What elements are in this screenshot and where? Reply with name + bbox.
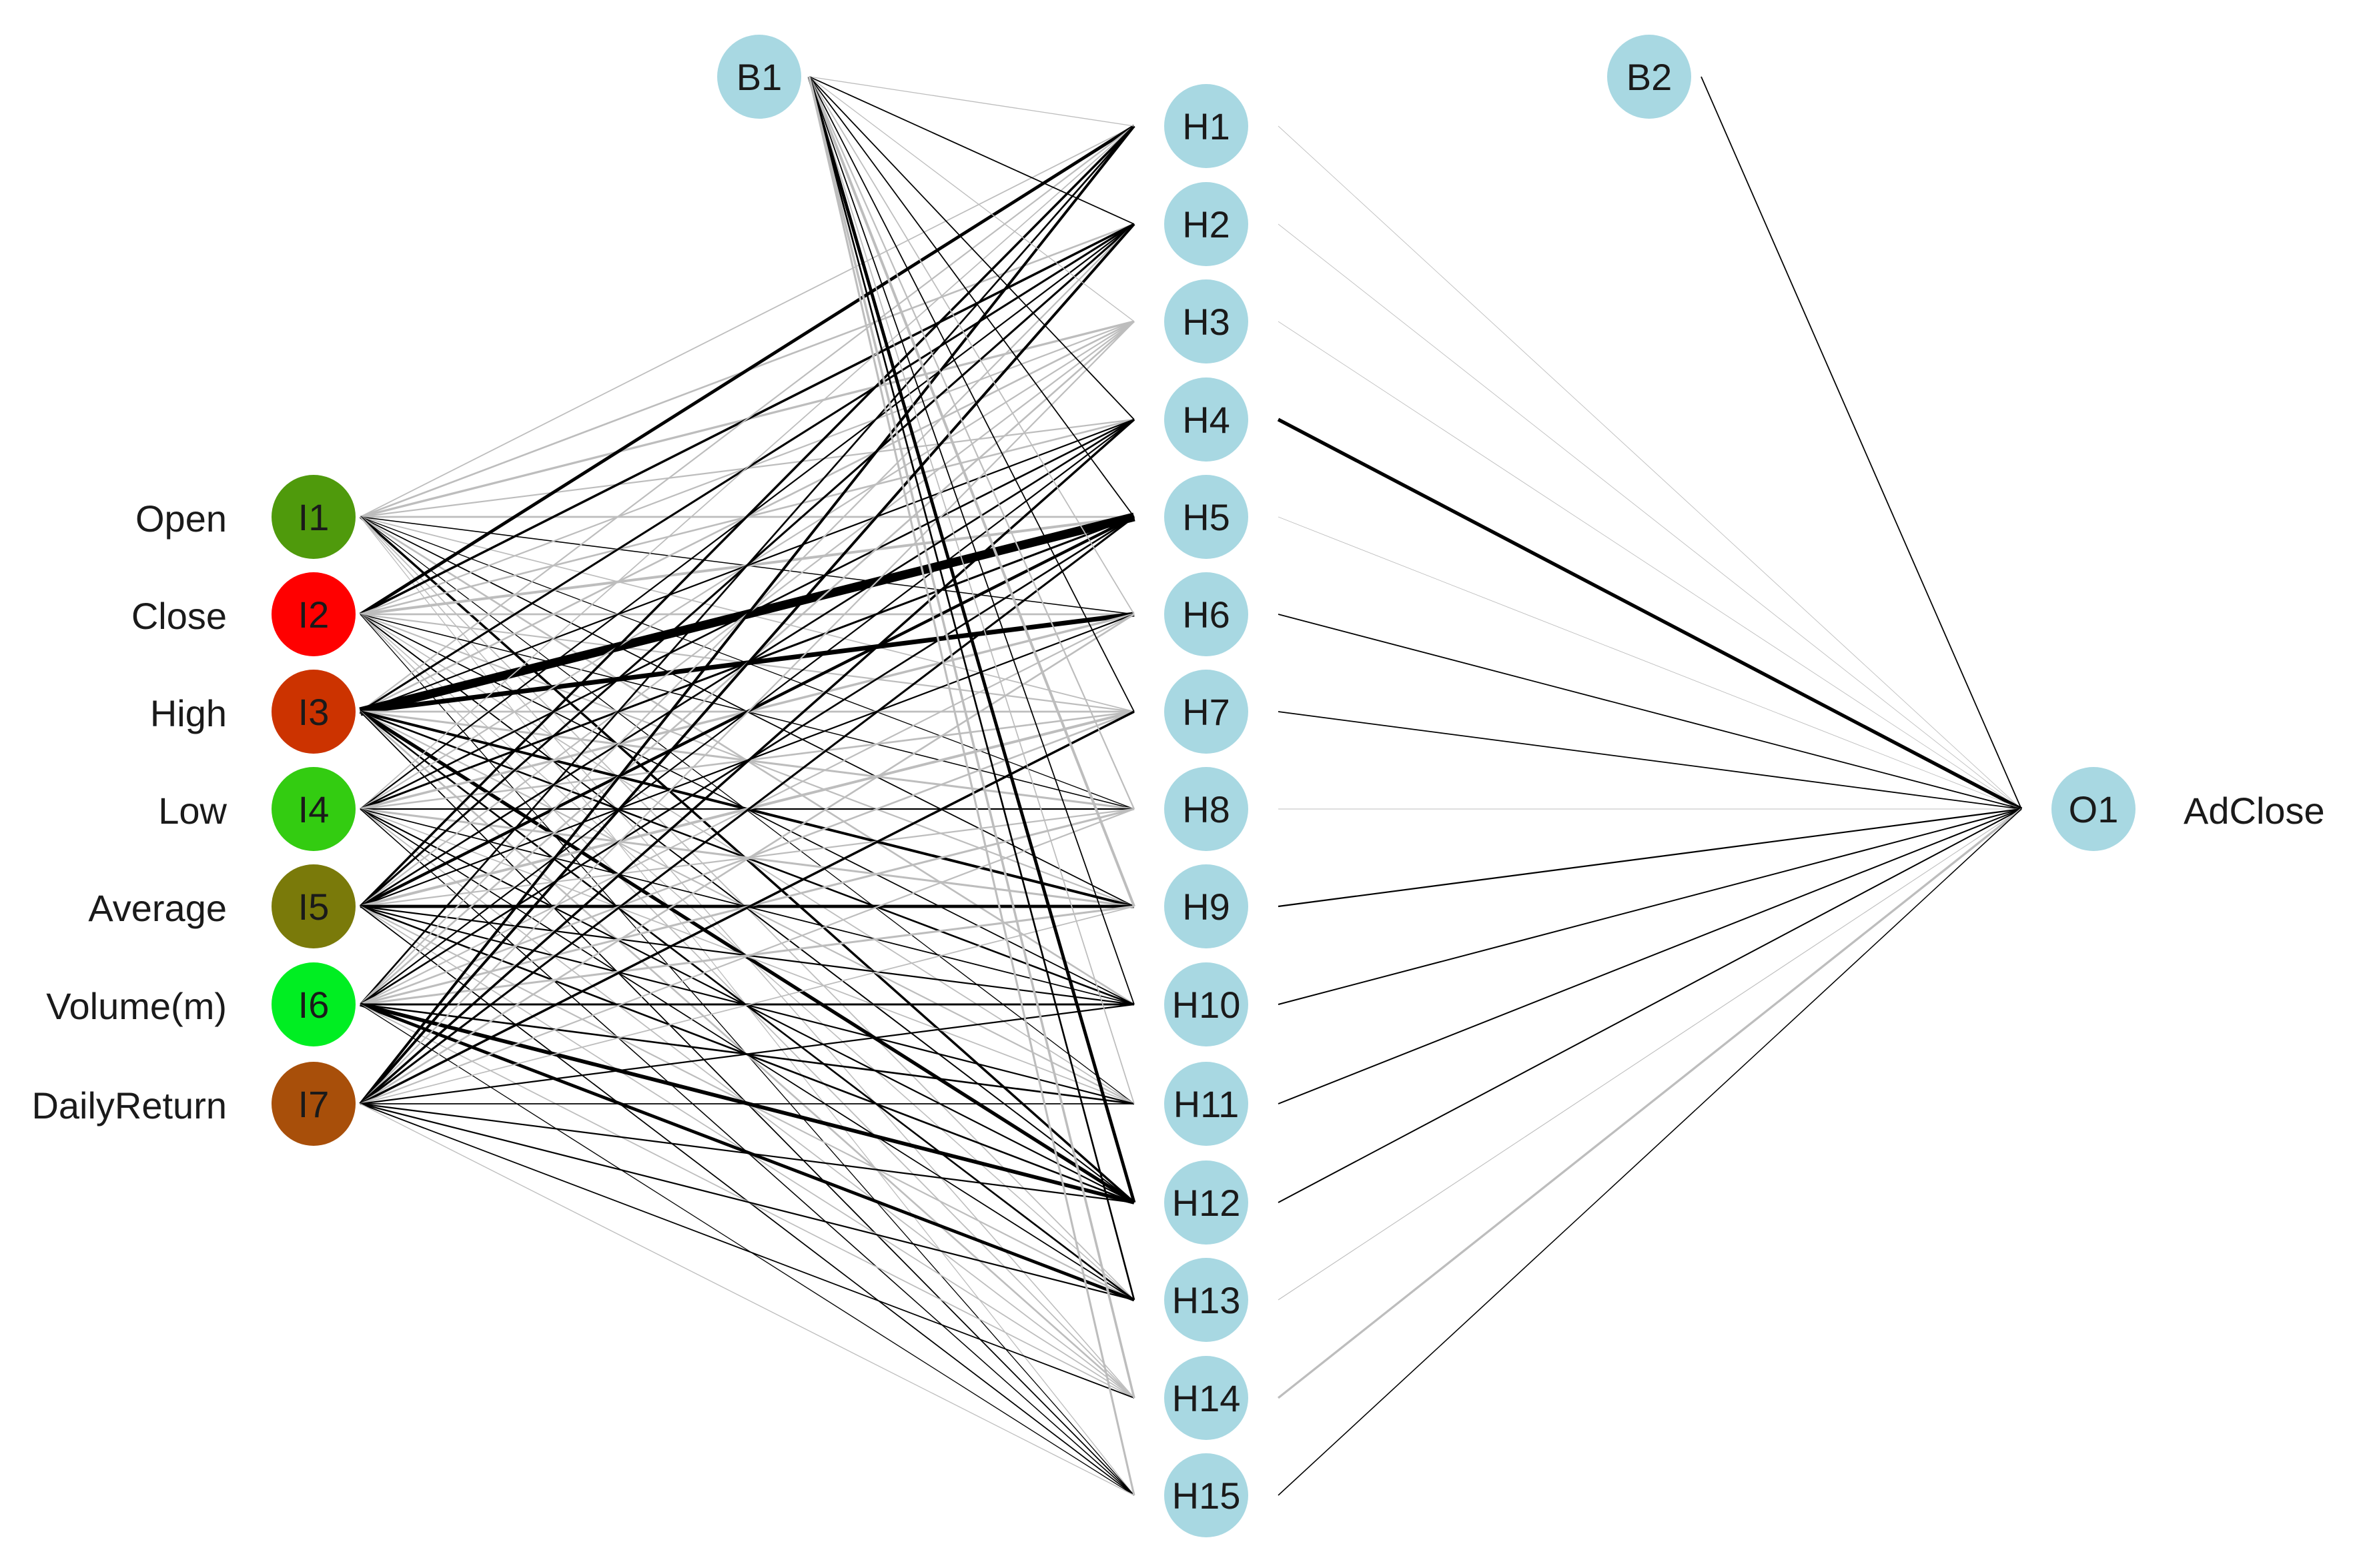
hidden-node-h10: H10	[1164, 962, 1248, 1046]
edge-b1-h3	[809, 76, 1135, 322]
edge-h12-o1	[1278, 808, 2022, 1203]
edge-i7-h5	[360, 516, 1135, 1105]
edge-b2-o1	[1701, 76, 2022, 810]
edge-i7-h1	[359, 125, 1135, 1105]
edge-b1-h13	[808, 76, 1135, 1301]
edge-b1-h10	[809, 76, 1135, 1005]
input-node-i4: I4	[272, 767, 356, 851]
edge-b1-h8	[808, 76, 1135, 810]
hidden-node-h12: H12	[1164, 1160, 1248, 1245]
edge-i3-h1	[360, 125, 1135, 712]
hidden-node-h9: H9	[1164, 864, 1248, 948]
output-label: AdClose	[2184, 790, 2325, 832]
hidden-node-h3: H3	[1164, 279, 1248, 363]
edge-i7-h3	[360, 321, 1135, 1104]
hidden-node-h6: H6	[1164, 572, 1248, 656]
edge-h7-o1	[1278, 711, 2022, 810]
hidden-node-h2: H2	[1164, 182, 1248, 266]
edge-h2-o1	[1278, 223, 2022, 810]
input-label-i1: Open	[135, 498, 227, 540]
hidden-node-h11: H11	[1164, 1062, 1248, 1146]
hidden-node-h5: H5	[1164, 475, 1248, 559]
edge-i7-h2	[359, 223, 1135, 1105]
edge-b1-h11	[809, 76, 1135, 1104]
hidden-node-h15: H15	[1164, 1453, 1248, 1537]
edge-b1-h1	[809, 76, 1135, 127]
edge-h4-o1	[1277, 418, 2023, 811]
edge-h6-o1	[1278, 614, 2022, 810]
hidden-node-h7: H7	[1164, 670, 1248, 754]
edge-b1-h12	[807, 76, 1136, 1203]
hidden-node-h4: H4	[1164, 377, 1248, 462]
edge-i2-h1	[359, 124, 1135, 616]
edge-h9-o1	[1278, 808, 2022, 908]
edge-i6-h1	[360, 125, 1135, 1005]
hidden-node-h13: H13	[1164, 1258, 1248, 1342]
edge-i7-h13	[360, 1102, 1135, 1301]
input-node-i7: I7	[272, 1062, 356, 1146]
input-node-i5: I5	[272, 864, 356, 948]
bias-node-b1: B1	[717, 35, 801, 119]
edge-b1-h14	[808, 76, 1135, 1399]
edge-i4-h1	[360, 125, 1135, 810]
bias-node-b2: B2	[1607, 35, 1691, 119]
edge-i6-h9	[360, 905, 1135, 1006]
hidden-node-h1: H1	[1164, 84, 1248, 168]
input-node-i2: I2	[272, 572, 356, 656]
edge-i7-h9	[360, 906, 1135, 1104]
edge-i6-h13	[360, 1002, 1135, 1302]
edge-h13-o1	[1278, 808, 2022, 1301]
edge-i7-h14	[360, 1103, 1135, 1399]
hidden-node-h14: H14	[1164, 1356, 1248, 1440]
edge-b1-h4	[809, 76, 1135, 420]
edge-h1-o1	[1278, 125, 2022, 810]
edge-i7-h10	[360, 1003, 1135, 1105]
input-node-i1: I1	[272, 475, 356, 559]
input-label-i4: Low	[158, 790, 227, 832]
edge-h11-o1	[1278, 808, 2022, 1104]
output-node-o1: O1	[2051, 767, 2136, 851]
edge-b1-h9	[808, 76, 1135, 907]
edge-i7-h4	[359, 418, 1135, 1105]
edge-i7-h8	[360, 808, 1135, 1105]
input-label-i5: Average	[88, 887, 227, 929]
edge-i1-h1	[360, 125, 1135, 518]
edge-h10-o1	[1278, 808, 2022, 1005]
edge-b1-h15	[808, 76, 1135, 1496]
edge-b1-h2	[809, 76, 1135, 225]
edge-i7-h12	[360, 1102, 1135, 1204]
edge-i5-h1	[359, 125, 1135, 908]
hidden-node-h8: H8	[1164, 767, 1248, 851]
input-label-i2: Close	[131, 595, 227, 637]
edge-i7-h7	[360, 710, 1135, 1105]
edge-b1-h5	[809, 76, 1135, 518]
input-label-i7: DailyReturn	[31, 1084, 227, 1126]
input-label-i3: High	[149, 692, 227, 734]
edge-h5-o1	[1278, 516, 2022, 810]
edge-i6-h15	[360, 1004, 1135, 1496]
edge-h15-o1	[1278, 808, 2022, 1496]
edge-i7-h15	[360, 1103, 1135, 1496]
input-node-i3: I3	[272, 670, 356, 754]
edge-h3-o1	[1278, 321, 2022, 810]
edge-b1-h7	[809, 76, 1135, 712]
input-node-i6: I6	[272, 962, 356, 1046]
edge-b1-h6	[809, 76, 1135, 615]
edge-h14-o1	[1277, 808, 2023, 1399]
input-label-i6: Volume(m)	[46, 985, 227, 1027]
